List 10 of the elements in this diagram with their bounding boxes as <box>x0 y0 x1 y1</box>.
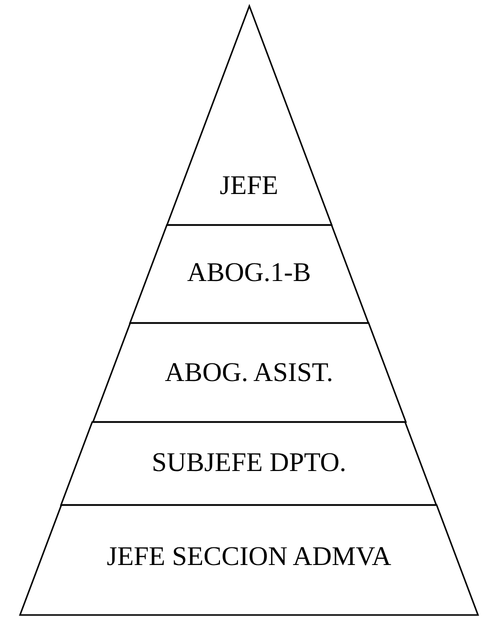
level-label: ABOG. ASIST. <box>164 357 334 387</box>
pyramid-level <box>61 422 437 505</box>
level-label: ABOG.1-B <box>187 257 311 287</box>
pyramid-level <box>92 323 406 422</box>
level-label: JEFE <box>220 170 278 200</box>
pyramid-top-level <box>166 6 332 225</box>
pyramid-level <box>20 505 478 615</box>
level-label: JEFE SECCION ADMVA <box>106 541 392 571</box>
pyramid-level <box>130 225 368 323</box>
level-label: SUBJEFE DPTO. <box>152 447 346 477</box>
